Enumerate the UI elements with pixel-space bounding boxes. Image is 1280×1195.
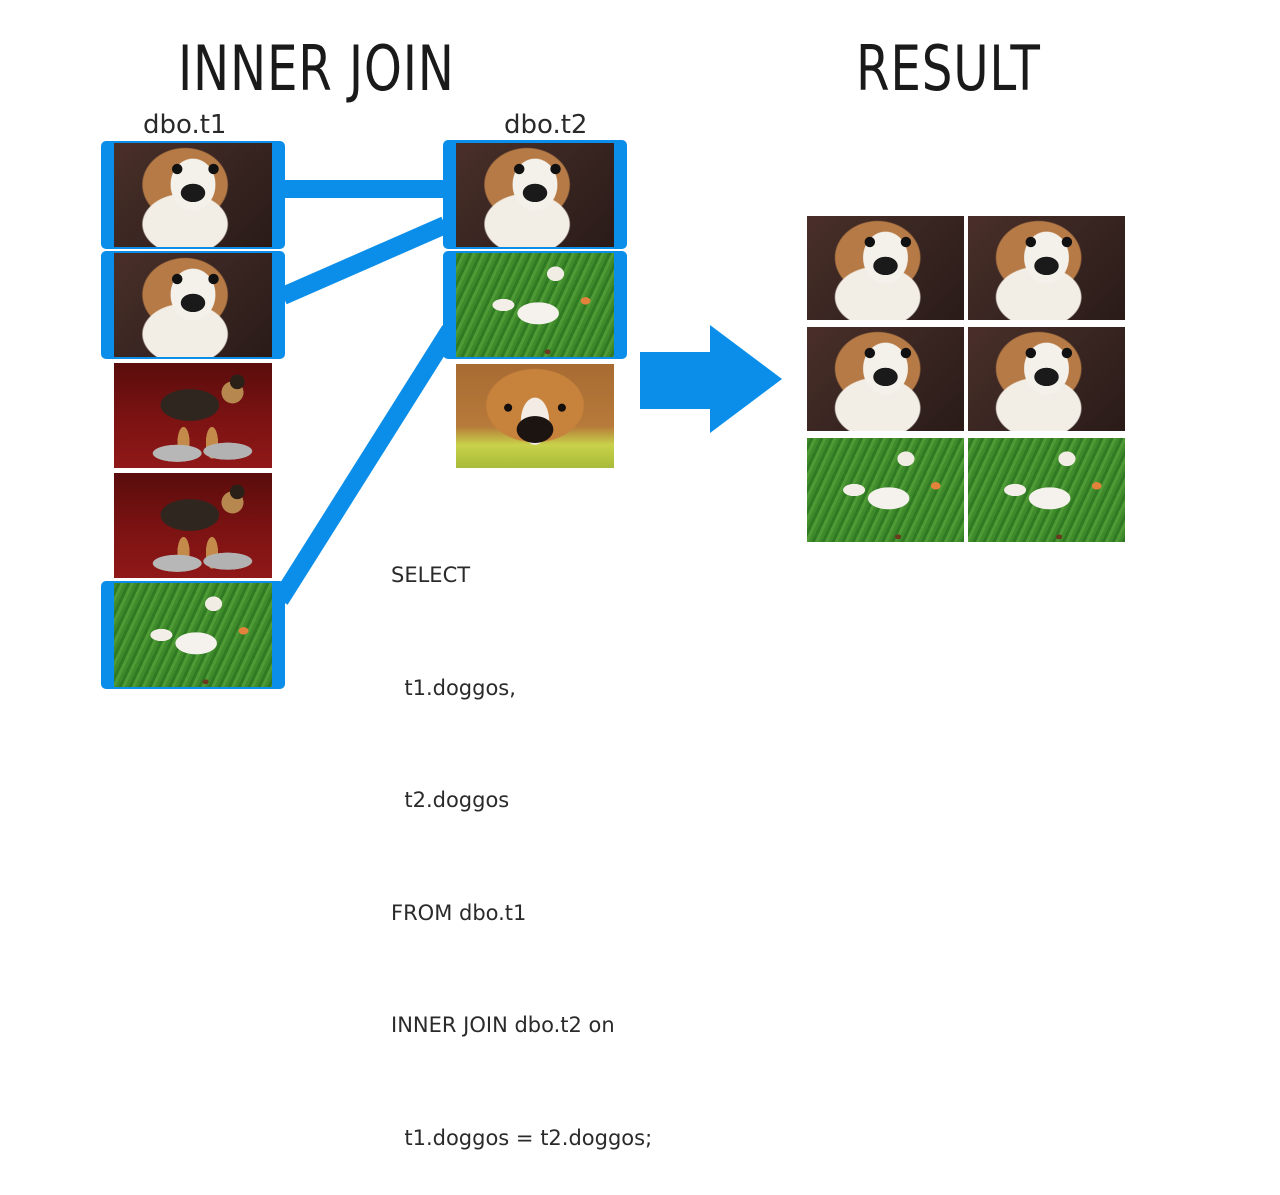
sql-line: t2.doggos: [391, 788, 510, 812]
sql-line: t1.doggos = t2.doggos;: [391, 1125, 653, 1150]
t1-row-1-corgi-photo: [114, 143, 272, 247]
join-line-row2: [279, 216, 449, 305]
t2-row-3-corgi-face-photo: [456, 364, 614, 468]
result-r1-c2-corgi-photo: [968, 216, 1125, 320]
result-r3-c2-corgi-play-photo: [968, 438, 1125, 542]
t2-row-1-corgi-photo: [456, 143, 614, 247]
result-title: RESULT: [856, 32, 1041, 105]
result-r3-c1-corgi-play-photo: [807, 438, 964, 542]
sql-line: INNER JOIN dbo.t2 on: [391, 1013, 615, 1037]
t1-row-2-corgi-photo: [114, 253, 272, 357]
t2-row-2-corgi-play-photo: [456, 253, 614, 357]
table-t1-label: dbo.t1: [143, 110, 227, 140]
t1-row-3-puppy-photo: [114, 363, 272, 468]
t1-row-5-corgi-play-photo: [114, 583, 272, 687]
result-r2-c1-corgi-photo: [807, 327, 964, 431]
join-line-row5: [272, 325, 458, 605]
right-arrow-icon: [640, 325, 782, 433]
result-r2-c2-corgi-photo: [968, 327, 1125, 431]
inner-join-title: INNER JOIN: [178, 32, 455, 105]
sql-query: SELECT t1.doggos, t2.doggos FROM dbo.t1 …: [391, 482, 652, 1195]
join-connector-lines: [272, 180, 458, 605]
sql-line: FROM dbo.t1: [391, 900, 527, 925]
result-r1-c1-corgi-photo: [807, 216, 964, 320]
sql-line: SELECT: [391, 563, 471, 587]
table-t2-label: dbo.t2: [504, 110, 588, 140]
t1-row-4-puppy-photo: [114, 473, 272, 578]
sql-line: t1.doggos,: [391, 675, 516, 700]
